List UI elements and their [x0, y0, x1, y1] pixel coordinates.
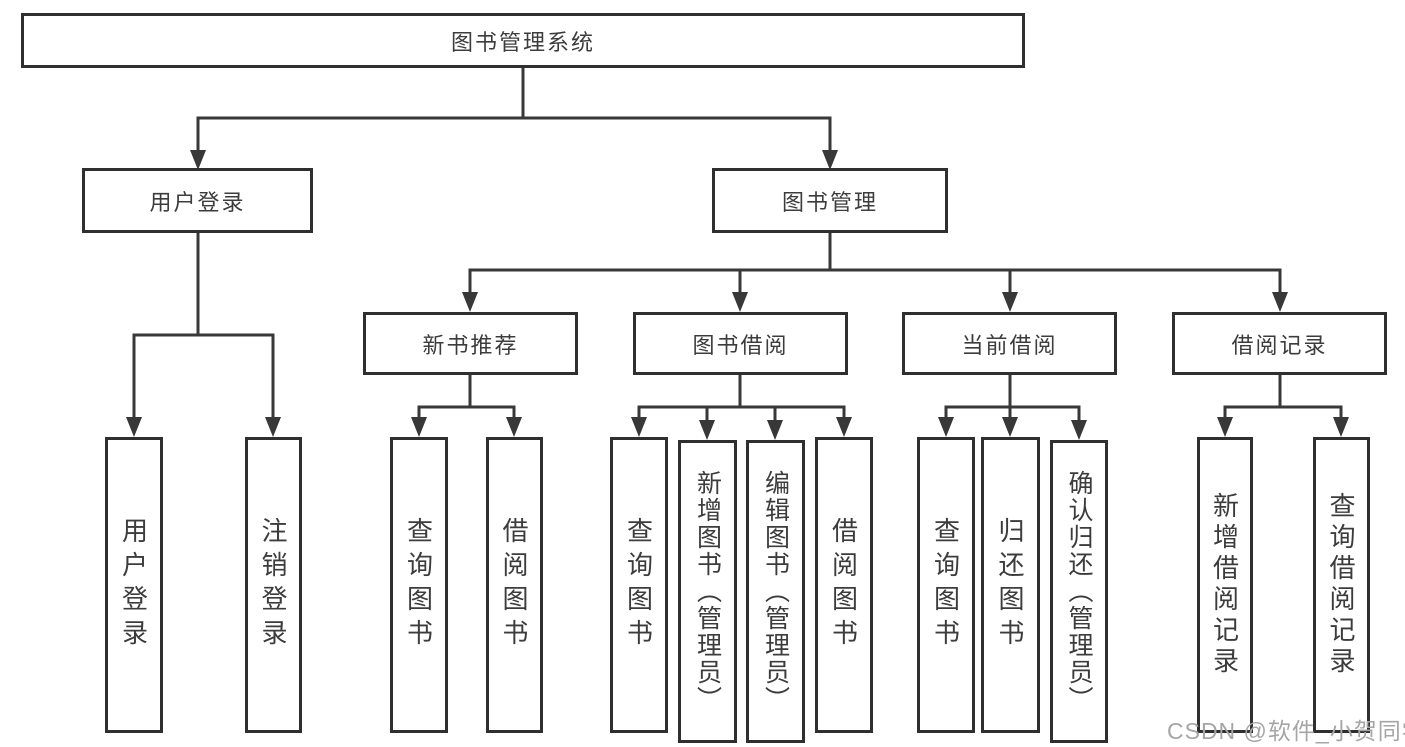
- node-root-label: 图书管理系统: [450, 29, 595, 55]
- leaf-user-login-label: 用户登录: [118, 517, 149, 653]
- node-current-borrow: 当前借阅: [902, 312, 1117, 375]
- node-user-login: 用户登录: [82, 168, 313, 233]
- node-new-book-recommend-label: 新书推荐: [422, 332, 519, 358]
- leaf-add-borrow-record-label: 新增借阅记录: [1209, 492, 1240, 678]
- leaf-current-query-books-label: 查询图书: [930, 517, 961, 653]
- leaf-edit-books-admin: 编辑图书（管理员）: [746, 440, 805, 743]
- leaf-confirm-return-admin-label: 确认归还（管理员）: [1065, 470, 1093, 713]
- node-book-borrow-label: 图书借阅: [692, 332, 789, 358]
- leaf-user-login: 用户登录: [105, 437, 163, 733]
- node-current-borrow-label: 当前借阅: [961, 332, 1058, 358]
- leaf-newbook-borrow-books-label: 借阅图书: [499, 517, 529, 653]
- node-book-management-label: 图书管理: [781, 189, 878, 215]
- leaf-logout: 注销登录: [245, 437, 302, 733]
- node-book-borrow: 图书借阅: [633, 312, 848, 375]
- leaf-borrow-query-books-label: 查询图书: [623, 517, 654, 653]
- node-book-management: 图书管理: [712, 168, 948, 233]
- node-new-book-recommend: 新书推荐: [363, 312, 578, 375]
- leaf-add-books-admin: 新增图书（管理员）: [678, 440, 737, 743]
- csdn-watermark: CSDN @软件_小贺同学: [1167, 718, 1405, 744]
- leaf-borrow-books: 借阅图书: [815, 437, 873, 733]
- leaf-query-borrow-record: 查询借阅记录: [1313, 437, 1370, 733]
- leaf-add-books-admin-label: 新增图书（管理员）: [693, 470, 722, 713]
- node-borrow-records-label: 借阅记录: [1231, 332, 1328, 358]
- node-user-login-label: 用户登录: [149, 189, 246, 215]
- leaf-newbook-query-books-label: 查询图书: [403, 517, 434, 653]
- leaf-return-books-label: 归还图书: [995, 517, 1025, 653]
- arrowheads: [126, 150, 1349, 440]
- leaf-borrow-books-label: 借阅图书: [828, 517, 859, 653]
- leaf-borrow-query-books: 查询图书: [610, 437, 668, 733]
- leaf-query-borrow-record-label: 查询借阅记录: [1326, 492, 1356, 678]
- leaf-newbook-borrow-books: 借阅图书: [486, 437, 543, 733]
- leaf-newbook-query-books: 查询图书: [390, 437, 448, 733]
- leaf-edit-books-admin-label: 编辑图书（管理员）: [761, 470, 790, 713]
- leaf-return-books: 归还图书: [981, 437, 1040, 733]
- node-borrow-records: 借阅记录: [1172, 312, 1387, 375]
- leaf-add-borrow-record: 新增借阅记录: [1197, 437, 1253, 733]
- node-root: 图书管理系统: [21, 13, 1025, 68]
- leaf-current-query-books: 查询图书: [917, 437, 975, 733]
- leaf-logout-label: 注销登录: [258, 517, 288, 653]
- leaf-confirm-return-admin: 确认归还（管理员）: [1050, 440, 1108, 743]
